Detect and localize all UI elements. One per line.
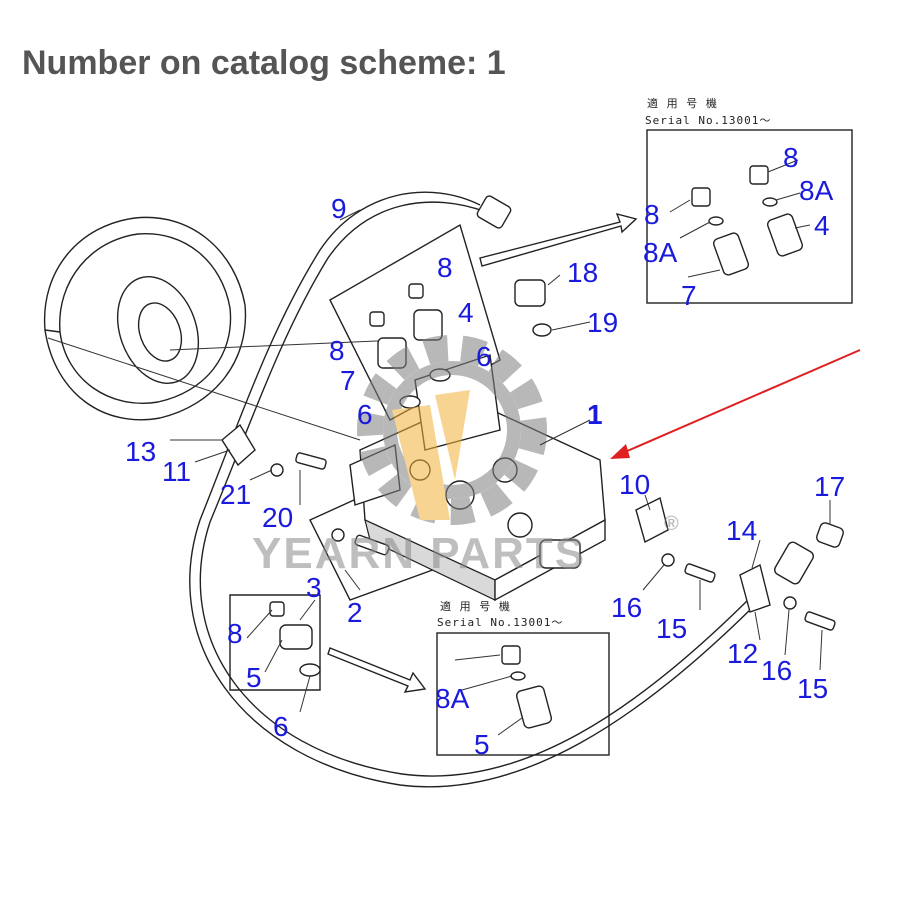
hose-9	[189, 191, 761, 788]
clamps	[221, 423, 844, 631]
callout-6-middle: 6	[357, 399, 373, 430]
callout-1: 1	[587, 399, 603, 430]
callout-5-left: 5	[246, 662, 262, 693]
callout-8-inset-left: 8	[644, 199, 660, 230]
callout-18: 18	[567, 257, 598, 288]
callout-8-top: 8	[437, 252, 453, 283]
pointer-arrow	[610, 349, 861, 459]
callout-12: 12	[727, 638, 758, 669]
callout-15-left: 15	[656, 613, 687, 644]
inset-arrow-lower	[327, 647, 427, 693]
inset-arrow-upper	[479, 212, 638, 267]
callout-16-left: 16	[611, 592, 642, 623]
callout-8a-inset-left: 8A	[643, 237, 678, 268]
inset-box-upper: 適 用 号 機 Serial No.13001～	[645, 96, 853, 304]
callout-13: 13	[125, 436, 156, 467]
shaft-line	[47, 337, 361, 441]
gear-icon	[357, 335, 547, 525]
inset-lower-serial: Serial No.13001～	[437, 616, 563, 629]
watermark: YEARN PARTS ®	[252, 335, 681, 578]
callout-8-left: 8	[329, 335, 345, 366]
page-title: Number on catalog scheme: 1	[22, 44, 506, 82]
callout-4-upper: 4	[458, 297, 474, 328]
callout-7-inset: 7	[681, 280, 697, 311]
inset-lower-kanji: 適 用 号 機	[440, 599, 511, 613]
callout-19: 19	[587, 307, 618, 338]
callout-3: 3	[306, 572, 322, 603]
callout-6-lower: 6	[273, 711, 289, 742]
callout-21: 21	[220, 479, 251, 510]
callout-5-inset: 5	[474, 729, 490, 760]
callout-2: 2	[347, 597, 363, 628]
callout-8-inset-right: 8	[783, 142, 799, 173]
watermark-registered: ®	[664, 513, 681, 535]
callout-labels: 1 2 3 4 4 5 5 6 6 6 7 7 8 8 8 8 8 8A 8A …	[125, 142, 845, 760]
inset-box-lower: 適 用 号 機 Serial No.13001～	[436, 599, 610, 756]
callout-16-right: 16	[761, 655, 792, 686]
callout-17: 17	[814, 471, 845, 502]
inset-box-left	[229, 594, 321, 691]
callout-8a-inset-right: 8A	[799, 175, 834, 206]
callout-6-upper: 6	[476, 341, 492, 372]
callout-8a-inset-lower: 8A	[435, 683, 470, 714]
callout-10: 10	[619, 469, 650, 500]
flywheel-housing	[43, 216, 247, 421]
callout-20: 20	[262, 502, 293, 533]
inset-upper-serial: Serial No.13001～	[645, 114, 771, 127]
inset-upper-kanji: 適 用 号 機	[647, 96, 718, 110]
callout-11: 11	[162, 456, 191, 487]
callout-9: 9	[331, 193, 347, 224]
callout-14: 14	[726, 515, 757, 546]
callout-4-inset: 4	[814, 210, 830, 241]
callout-8-box-left: 8	[227, 618, 243, 649]
leader-lines	[170, 159, 831, 736]
watermark-text: YEARN PARTS	[252, 529, 586, 578]
callout-15-right: 15	[797, 673, 828, 704]
callout-7-upper: 7	[340, 365, 356, 396]
